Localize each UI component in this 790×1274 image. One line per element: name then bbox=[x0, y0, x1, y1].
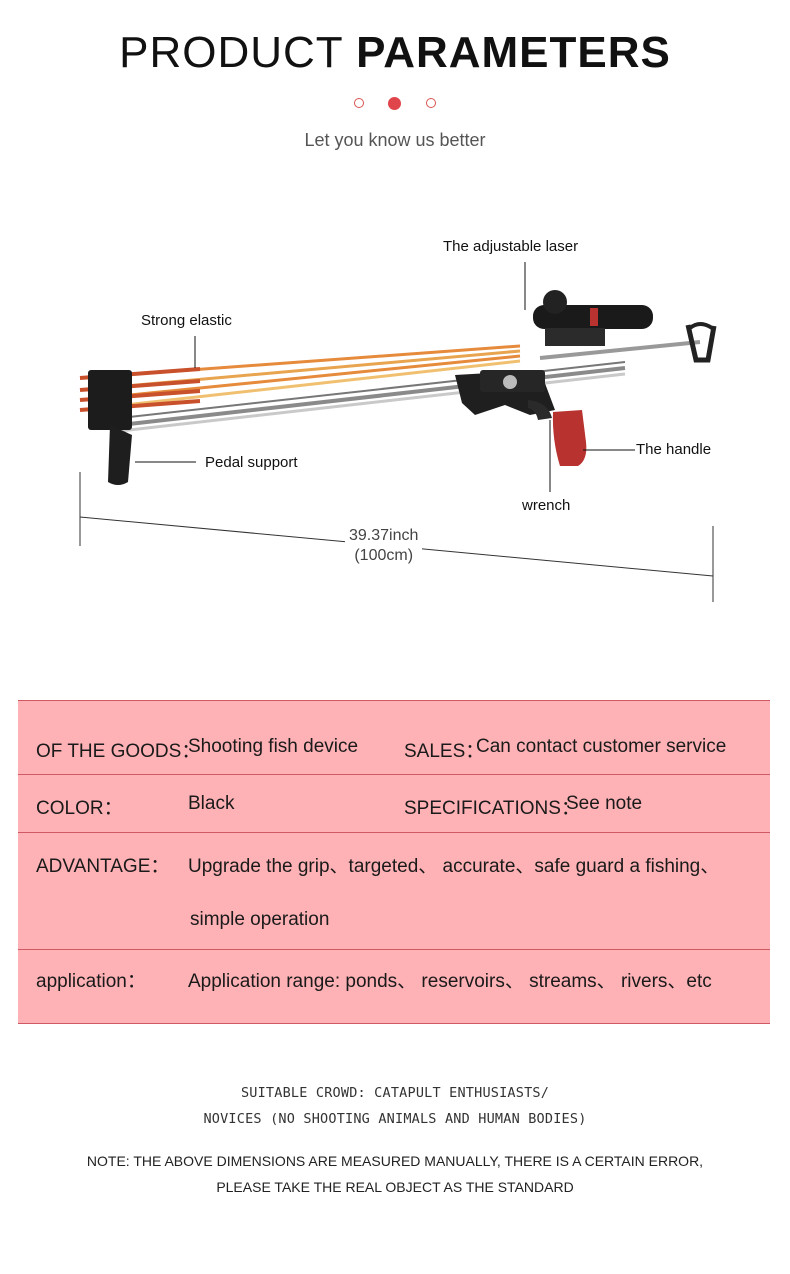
spec-table: OF THE GOODS： Shooting fish device SALES… bbox=[18, 700, 770, 1024]
goods-value: Shooting fish device bbox=[188, 736, 359, 757]
application-value: Application range: ponds、 reservoirs、 st… bbox=[188, 971, 712, 992]
callout-wrench: wrench bbox=[522, 497, 571, 514]
color-value: Black bbox=[188, 793, 235, 814]
measurement-note: NOTE: THE ABOVE DIMENSIONS ARE MEASURED … bbox=[0, 1148, 790, 1200]
callout-elastic: Strong elastic bbox=[141, 312, 232, 329]
advantage-label: ADVANTAGE： bbox=[36, 856, 170, 877]
note-line-1: NOTE: THE ABOVE DIMENSIONS ARE MEASURED … bbox=[86, 1153, 704, 1169]
callout-pedal: Pedal support bbox=[205, 454, 298, 471]
advantage-value-line-2: simple operation bbox=[190, 909, 330, 930]
dimension-inches: 39.37inch bbox=[349, 527, 419, 544]
dot-indicator-2-active[interactable] bbox=[388, 97, 401, 110]
sales-value: Can contact customer service bbox=[476, 736, 727, 757]
callout-handle: The handle bbox=[636, 441, 712, 458]
page-title: PRODUCT PARAMETERS bbox=[0, 26, 790, 80]
color-label: COLOR： bbox=[36, 798, 123, 819]
carousel-dots bbox=[350, 97, 440, 111]
table-row: COLOR： Black SPECIFICATIONS： See note bbox=[18, 775, 770, 833]
slingshot-illustration bbox=[79, 262, 717, 602]
table-row: ADVANTAGE： Upgrade the grip、targeted、 ac… bbox=[18, 833, 770, 950]
title-light: PRODUCT bbox=[119, 28, 343, 77]
page-subtitle: Let you know us better bbox=[304, 130, 486, 150]
application-label: application： bbox=[36, 971, 146, 992]
dot-indicator-1[interactable] bbox=[354, 98, 364, 108]
goods-label: OF THE GOODS： bbox=[36, 741, 201, 762]
dimension-cm: (100cm) bbox=[354, 547, 414, 564]
table-row: application： Application range: ponds、 r… bbox=[18, 950, 770, 1023]
spec-label: SPECIFICATIONS： bbox=[404, 798, 580, 819]
dot-indicator-3[interactable] bbox=[426, 98, 436, 108]
product-diagram: The adjustable laser Strong elastic Peda… bbox=[0, 220, 790, 640]
callout-laser: The adjustable laser bbox=[443, 238, 579, 255]
dimension-label: 39.37inch (100cm) bbox=[345, 526, 423, 566]
table-row: OF THE GOODS： Shooting fish device SALES… bbox=[18, 701, 770, 775]
suitable-crowd: SUITABLE CROWD: CATAPULT ENTHUSIASTS/ NO… bbox=[0, 1080, 790, 1132]
spec-value: See note bbox=[566, 793, 643, 814]
title-bold: PARAMETERS bbox=[356, 28, 671, 77]
advantage-value-line-1: Upgrade the grip、targeted、 accurate、safe… bbox=[188, 856, 720, 877]
note-line-2: PLEASE TAKE THE REAL OBJECT AS THE STAND… bbox=[216, 1179, 574, 1195]
crowd-line-1: SUITABLE CROWD: CATAPULT ENTHUSIASTS/ bbox=[240, 1085, 550, 1101]
sales-label: SALES： bbox=[404, 741, 485, 762]
crowd-line-2: NOVICES (NO SHOOTING ANIMALS AND HUMAN B… bbox=[203, 1111, 587, 1127]
